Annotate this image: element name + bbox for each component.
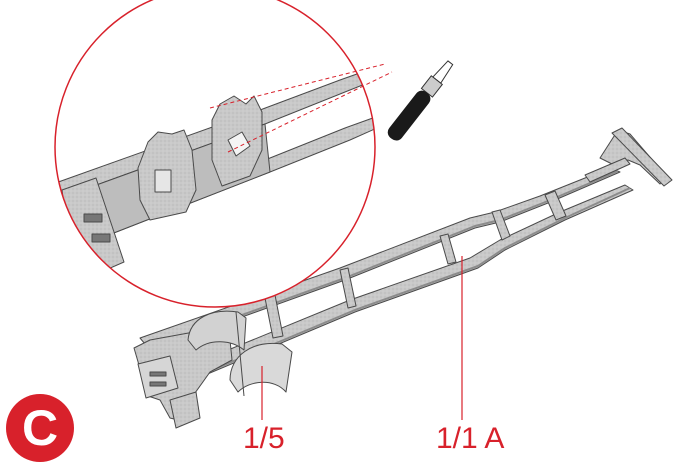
magnified-tab-hole-right	[227, 131, 251, 157]
fender-part-lower	[229, 342, 293, 393]
rear-crossmember	[584, 157, 631, 183]
front-plate-slot-2	[149, 381, 167, 387]
lower-frame-rail	[149, 184, 634, 395]
cut-guide-line-upper	[209, 63, 386, 109]
rear-end-beam	[611, 127, 673, 187]
cut-guide-line-lower	[227, 71, 393, 153]
step-c-badge: C	[6, 394, 74, 462]
lower-rail-shadow	[159, 187, 631, 393]
crossmember-3	[339, 267, 357, 309]
front-bumper-plate	[137, 355, 179, 399]
hobby-knife-icon	[387, 60, 454, 141]
crossmember-2	[439, 233, 457, 265]
front-mount-bracket	[169, 391, 201, 429]
crossmember-1	[491, 209, 511, 241]
crossmember-5	[544, 190, 567, 221]
fender-divider	[235, 311, 245, 397]
front-plate-slot-1	[149, 371, 167, 377]
callout-label-part-11a: 1/1 A	[436, 422, 505, 455]
chassis-frame-part	[133, 127, 673, 429]
callout-label-part-15: 1/5	[243, 422, 285, 455]
step-letter: C	[21, 400, 59, 456]
magnified-end-slot-2	[91, 233, 111, 243]
upper-rail-shadow	[149, 170, 619, 349]
knife-handle	[387, 90, 431, 141]
magnified-tab-notch-left	[154, 169, 172, 193]
fender-part	[187, 310, 247, 351]
magnified-detail	[54, 0, 376, 308]
magnified-end-slot	[83, 213, 103, 223]
magnifier-ring	[54, 0, 376, 308]
